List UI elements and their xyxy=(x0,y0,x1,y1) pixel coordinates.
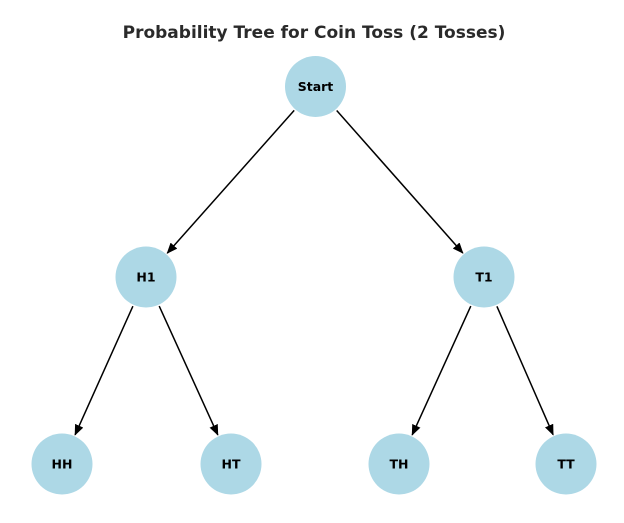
edge-start-to-h1 xyxy=(166,109,295,254)
figure-title: Probability Tree for Coin Toss (2 Tosses… xyxy=(123,23,506,43)
node-tt: TT xyxy=(535,433,597,495)
node-t1-circle xyxy=(453,246,515,308)
node-th-label: TH xyxy=(390,457,409,472)
node-h1-circle xyxy=(115,246,177,308)
edge-h1-to-ht xyxy=(158,305,219,436)
node-ht: HT xyxy=(200,433,262,495)
node-t1-label: T1 xyxy=(475,270,492,285)
node-th: TH xyxy=(368,433,430,495)
node-start-label: Start xyxy=(298,79,334,94)
node-hh-label: HH xyxy=(52,457,73,472)
edge-h1-to-hh xyxy=(74,305,134,436)
node-tt-label: TT xyxy=(557,457,575,472)
node-hh: HH xyxy=(31,433,93,495)
node-start-circle xyxy=(285,56,346,117)
node-start: Start xyxy=(285,56,346,117)
node-hh-circle xyxy=(31,433,93,495)
node-ht-circle xyxy=(200,433,262,495)
node-t1: T1 xyxy=(453,246,515,308)
edge-t1-to-tt xyxy=(496,305,554,436)
node-ht-label: HT xyxy=(222,457,241,472)
node-tt-circle xyxy=(535,433,597,495)
node-h1-label: H1 xyxy=(136,270,155,285)
node-h1: H1 xyxy=(115,246,177,308)
node-th-circle xyxy=(368,433,430,495)
edge-start-to-t1 xyxy=(336,110,464,254)
edge-t1-to-th xyxy=(411,305,472,436)
